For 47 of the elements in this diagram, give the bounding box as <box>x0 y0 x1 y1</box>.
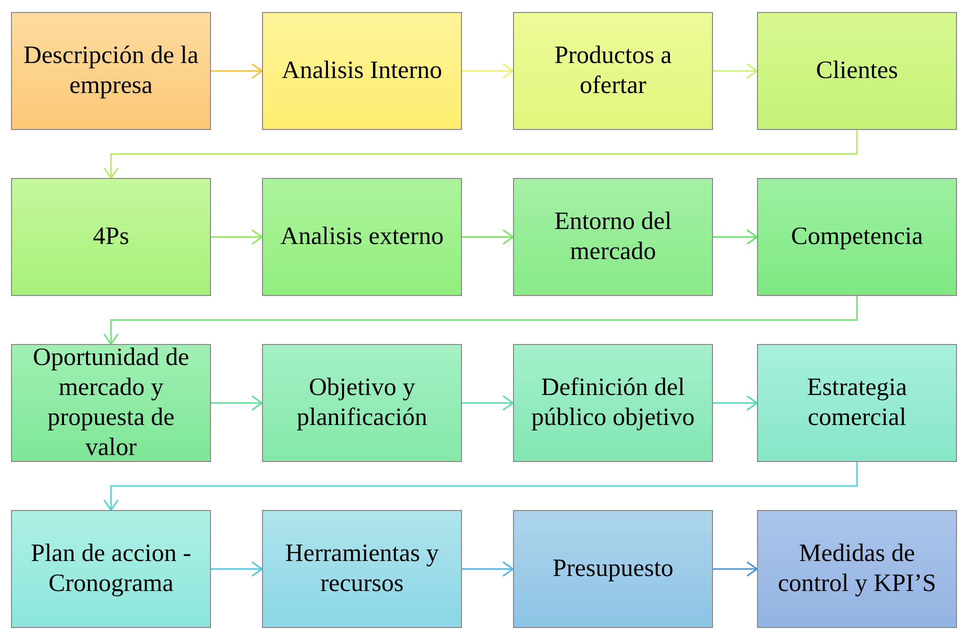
arrow <box>103 130 858 179</box>
arrow <box>211 63 263 79</box>
box-label: Estrategia comercial <box>806 373 908 433</box>
arrow <box>462 395 514 411</box>
process-box <box>757 178 957 296</box>
box-label: Entorno del mercado <box>553 207 673 267</box>
process-box <box>757 12 957 130</box>
box-label: Oportunidad de mercado y propuesta de valor <box>32 343 190 463</box>
process-box <box>513 344 713 462</box>
process-box <box>513 510 713 628</box>
box-label: Medidas de control y KPI’S <box>776 539 938 599</box>
process-box <box>513 178 713 296</box>
box-label: Analisis externo <box>280 222 444 252</box>
box-label: Analisis Interno <box>282 56 442 86</box>
box-label: Definición del público objetivo <box>530 373 696 433</box>
arrow <box>103 296 858 345</box>
arrow <box>462 561 514 577</box>
process-box <box>757 510 957 628</box>
box-label: Plan de accion - Cronograma <box>30 539 192 599</box>
process-box <box>513 12 713 130</box>
arrow <box>103 462 858 511</box>
process-box <box>262 12 462 130</box>
process-box <box>11 344 211 462</box>
arrow <box>211 561 263 577</box>
arrow <box>211 229 263 245</box>
box-label: Presupuesto <box>552 554 674 584</box>
arrow <box>462 229 514 245</box>
process-box <box>11 12 211 130</box>
process-box <box>262 510 462 628</box>
process-box <box>11 510 211 628</box>
box-label: Productos a ofertar <box>553 41 673 101</box>
box-label: Clientes <box>816 56 898 86</box>
box-label: Competencia <box>791 222 923 252</box>
arrow <box>713 561 758 577</box>
arrow <box>713 395 758 411</box>
process-box <box>262 178 462 296</box>
process-box <box>757 344 957 462</box>
box-label: 4Ps <box>92 222 130 252</box>
arrow <box>211 395 263 411</box>
process-box <box>262 344 462 462</box>
box-label: Objetivo y planificación <box>296 373 428 433</box>
process-box <box>11 178 211 296</box>
arrow <box>713 63 758 79</box>
arrow <box>713 229 758 245</box>
box-label: Descripción de la empresa <box>22 41 200 101</box>
arrow <box>462 63 514 79</box>
box-label: Herramientas y recursos <box>284 539 440 599</box>
